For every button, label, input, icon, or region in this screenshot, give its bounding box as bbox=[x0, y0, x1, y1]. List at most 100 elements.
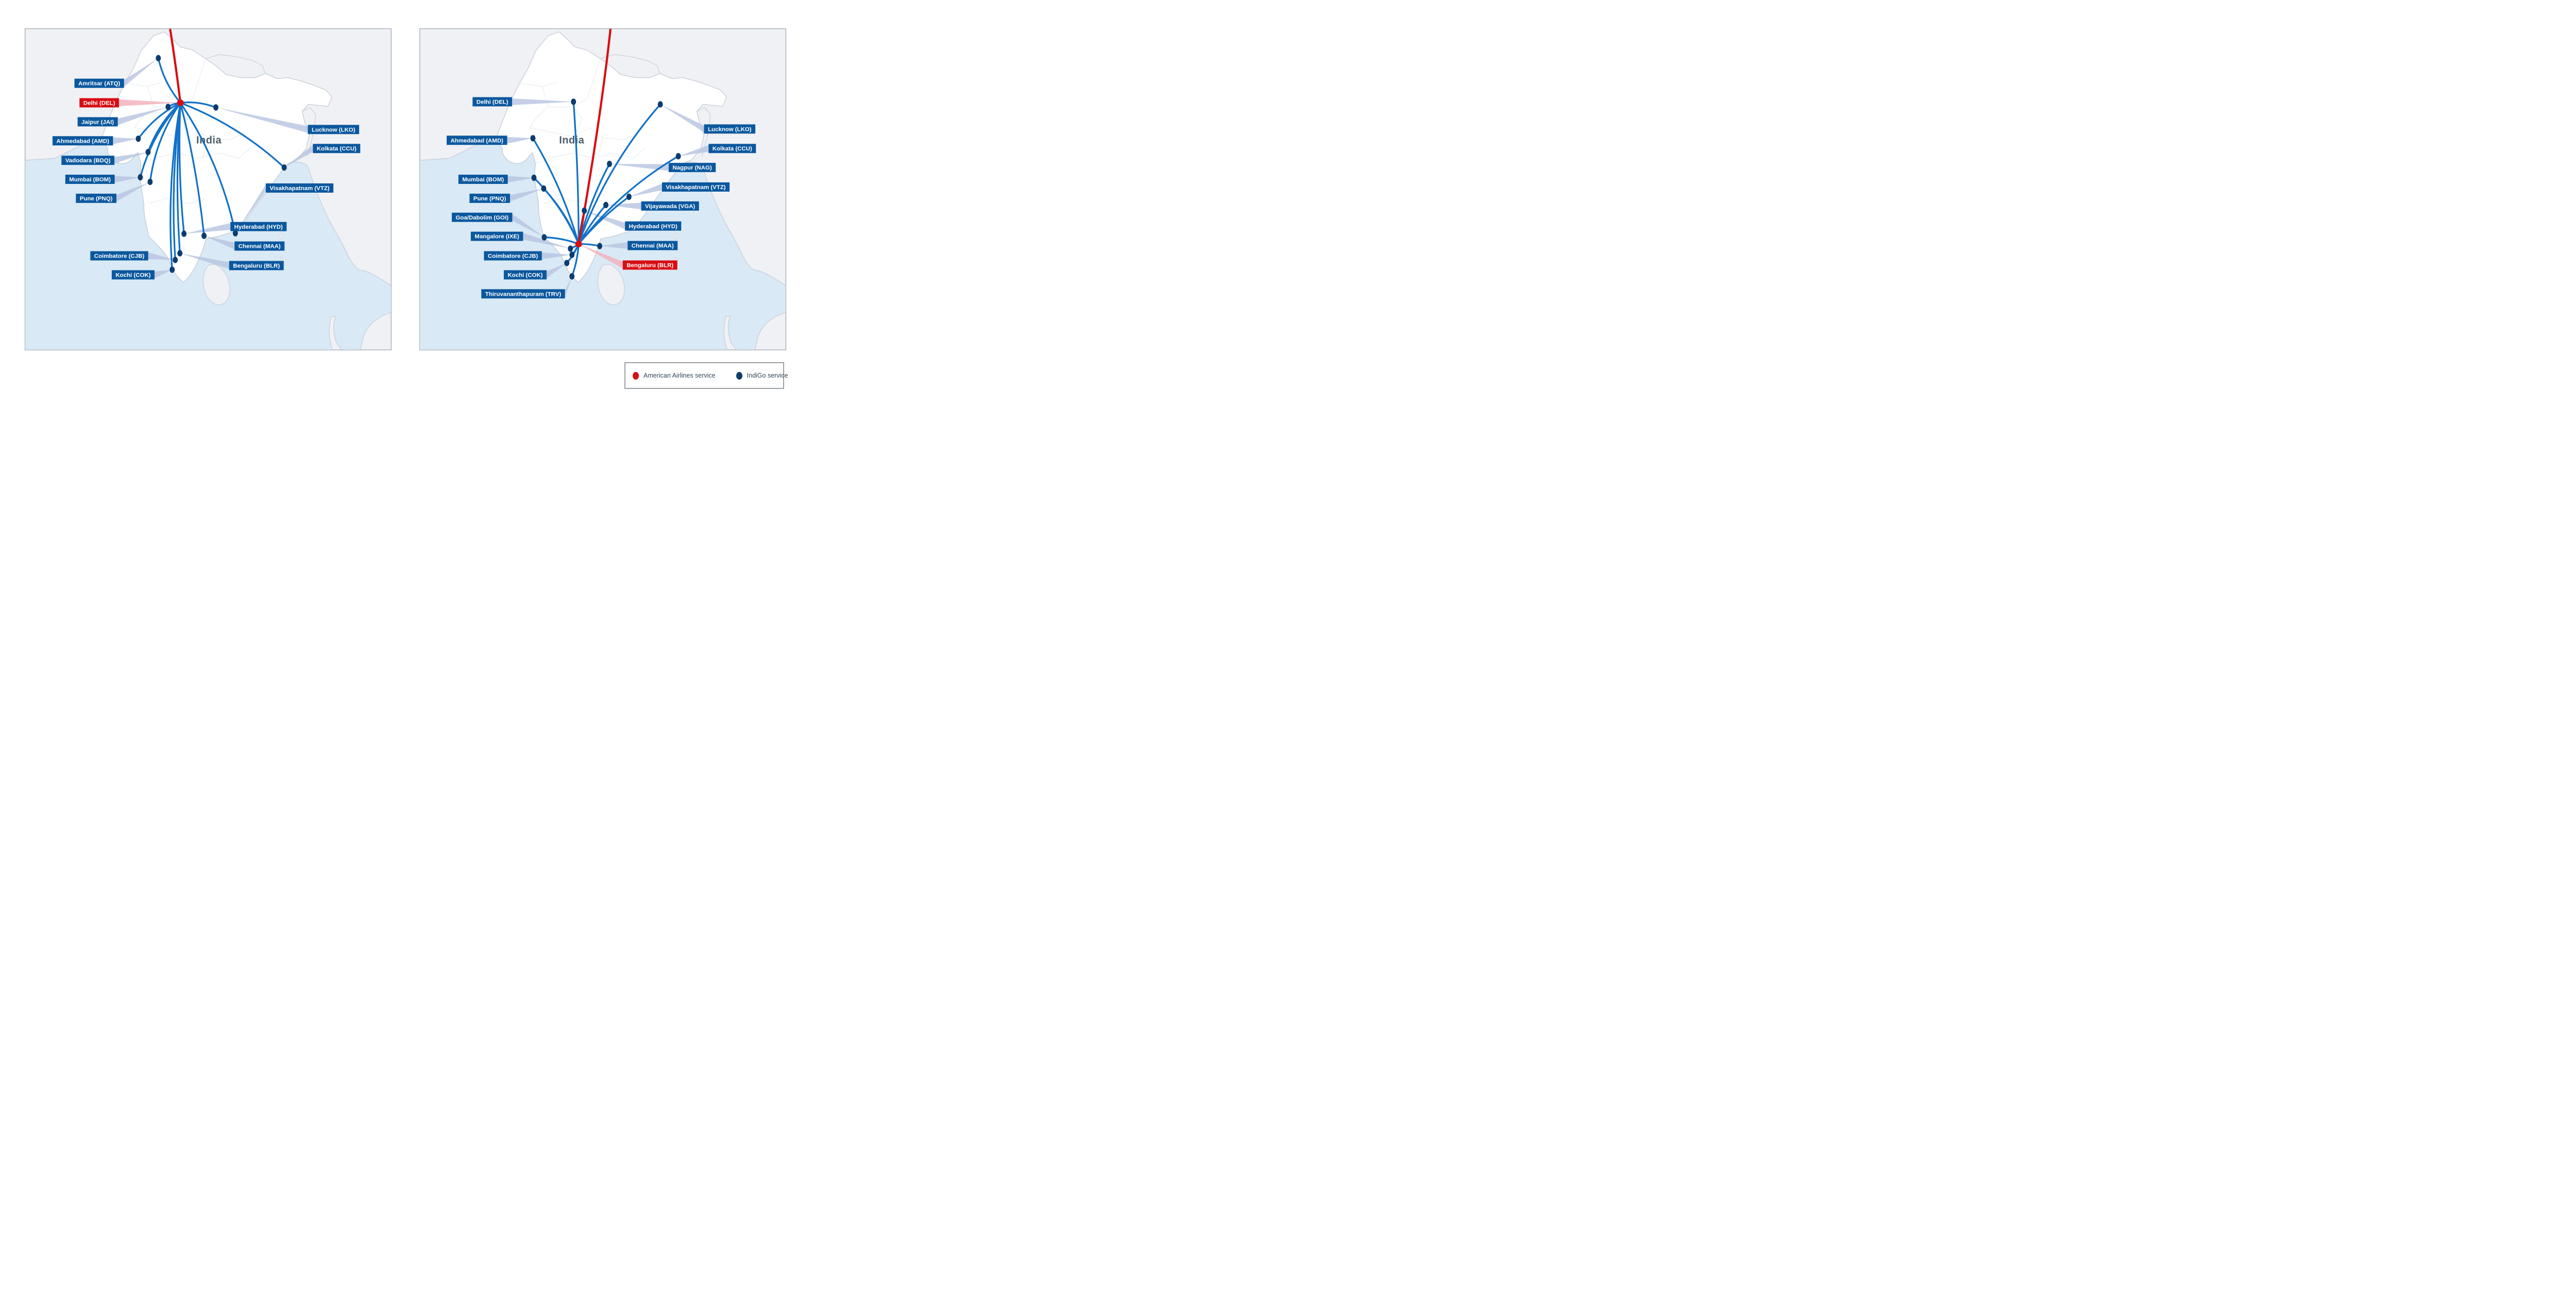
city-dot-vijayawada bbox=[603, 201, 608, 209]
city-label-coimbatore bbox=[484, 251, 542, 261]
city-label-thiruvananthapuram bbox=[481, 289, 565, 299]
city-dot-vadodara bbox=[145, 149, 151, 156]
city-label-text-jaipur: Jaipur (JAI) bbox=[81, 119, 114, 125]
city-label-lucknow bbox=[308, 125, 360, 134]
city-dot-ahmedabad bbox=[530, 135, 536, 142]
city-label-text-delhi: Delhi (DEL) bbox=[477, 99, 509, 106]
label-wedge-jaipur bbox=[117, 107, 168, 125]
label-wedge-ahmedabad bbox=[113, 137, 139, 144]
city-label-text-hyderabad: Hyderabad (HYD) bbox=[629, 224, 677, 230]
city-label-delhi bbox=[472, 97, 512, 107]
city-label-hyderabad bbox=[625, 221, 682, 231]
indigo-route-lucknow bbox=[179, 101, 217, 109]
indigo-route-amritsar bbox=[157, 57, 181, 104]
city-dot-kochi bbox=[564, 260, 570, 266]
map-panel-delhi-hub: India Delhi (DEL) Amritsar (ATQ) Jaipur (JA… bbox=[25, 28, 392, 350]
indigo-route-lucknow bbox=[578, 103, 662, 245]
city-label-nagpur bbox=[668, 163, 716, 173]
label-wedge-vijayawada bbox=[605, 202, 641, 210]
city-label-text-kolkata: Kolkata (CCU) bbox=[713, 146, 752, 152]
city-label-lucknow bbox=[704, 124, 756, 134]
city-dot-coimbatore bbox=[173, 257, 178, 263]
city-label-bengaluru bbox=[229, 261, 284, 270]
indigo-route-ahmedabad bbox=[532, 137, 580, 245]
country-label: India bbox=[196, 134, 222, 146]
island bbox=[674, 233, 677, 240]
city-label-text-goa: Goa/Dabolim (GOI) bbox=[455, 215, 509, 221]
state-border-line bbox=[519, 82, 558, 87]
city-label-text-vijayawada: Vijayawada (VGA) bbox=[645, 203, 695, 210]
city-dot-hyderabad bbox=[181, 230, 187, 237]
label-wedge-ahmedabad bbox=[507, 137, 533, 144]
city-label-text-hyderabad: Hyderabad (HYD) bbox=[234, 224, 283, 230]
city-label-text-mumbai: Mumbai (BOM) bbox=[462, 177, 504, 183]
city-label-text-ahmedabad: Ahmedabad (AMD) bbox=[450, 138, 503, 144]
city-label-visakhapatnam bbox=[265, 183, 334, 193]
city-dot-jaipur bbox=[165, 104, 171, 110]
legend-label-indigo: IndiGo service bbox=[747, 372, 788, 379]
city-label-text-chennai: Chennai (MAA) bbox=[239, 244, 281, 250]
legend-label-american-airlines: American Airlines service bbox=[643, 372, 716, 379]
city-label-text-vadodara: Vadodara (BDQ) bbox=[65, 158, 111, 164]
city-label-text-coimbatore: Coimbatore (CJB) bbox=[488, 253, 538, 260]
city-label-text-nagpur: Nagpur (NAG) bbox=[672, 165, 712, 171]
state-border-line bbox=[125, 82, 163, 87]
legend-item-american-airlines: American Airlines service bbox=[633, 371, 716, 380]
city-label-text-thiruvananthapuram: Thiruvananthapuram (TRV) bbox=[485, 291, 562, 297]
city-label-bengaluru bbox=[622, 260, 677, 270]
legend-item-indigo: IndiGo service bbox=[736, 371, 788, 380]
label-wedge-coimbatore bbox=[541, 252, 572, 260]
city-label-text-kochi: Kochi (COK) bbox=[507, 272, 543, 278]
city-label-jaipur bbox=[77, 117, 118, 127]
city-label-kochi bbox=[111, 270, 155, 280]
indigo-route-pune bbox=[149, 101, 181, 183]
city-label-kochi bbox=[503, 270, 547, 280]
city-dot-mumbai bbox=[531, 174, 537, 181]
city-dot-mumbai bbox=[138, 174, 143, 181]
state-border-line bbox=[178, 107, 188, 137]
state-border-line bbox=[194, 127, 242, 140]
city-label-hyderabad bbox=[230, 222, 287, 231]
state-border-line bbox=[593, 138, 603, 159]
city-dot-visakhapatnam bbox=[626, 193, 632, 200]
city-label-visakhapatnam bbox=[662, 182, 730, 192]
city-label-text-pune: Pune (PNQ) bbox=[473, 196, 506, 202]
india-landmass bbox=[495, 31, 727, 283]
indigo-route-visakhapatnam bbox=[578, 196, 630, 245]
city-dot-chennai bbox=[597, 243, 603, 249]
city-label-text-delhi: Delhi (DEL) bbox=[83, 100, 115, 107]
indigo-route-vijayawada bbox=[578, 204, 607, 245]
city-label-text-amritsar: Amritsar (ATQ) bbox=[78, 81, 120, 87]
nepal-border-line bbox=[600, 54, 660, 74]
city-dot-goa bbox=[541, 234, 547, 241]
city-label-mumbai bbox=[458, 175, 508, 184]
sri-lanka-landmass bbox=[597, 264, 625, 305]
city-label-vadodara bbox=[61, 156, 115, 165]
city-dot-kolkata bbox=[281, 164, 287, 171]
indigo-route-visakhapatnam bbox=[179, 101, 236, 234]
city-label-kolkata bbox=[708, 144, 756, 154]
city-dot-ahmedabad bbox=[135, 135, 141, 142]
state-border-line bbox=[529, 127, 590, 137]
state-border-line bbox=[614, 147, 646, 159]
city-dot-amritsar bbox=[156, 55, 161, 61]
city-label-ahmedabad bbox=[52, 136, 113, 146]
island bbox=[280, 233, 282, 240]
city-dot-kochi bbox=[170, 266, 175, 273]
label-wedge-coimbatore bbox=[148, 252, 176, 260]
label-wedge-amritsar bbox=[124, 58, 159, 87]
city-label-delhi bbox=[79, 98, 119, 108]
city-label-text-ahmedabad: Ahmedabad (AMD) bbox=[56, 138, 109, 144]
city-dot-mangalore bbox=[568, 245, 573, 252]
city-label-text-bengaluru: Bengaluru (BLR) bbox=[233, 263, 280, 269]
city-dot-pune bbox=[541, 185, 547, 192]
city-dot-delhi bbox=[571, 98, 577, 105]
city-label-mumbai bbox=[65, 175, 115, 184]
city-dot-hyderabad bbox=[582, 207, 587, 214]
city-dot-nagpur bbox=[606, 160, 612, 167]
city-label-chennai bbox=[234, 241, 285, 251]
city-label-mangalore bbox=[470, 231, 523, 241]
indigo-route-pune bbox=[543, 188, 580, 245]
label-wedge-kolkata bbox=[284, 145, 313, 168]
